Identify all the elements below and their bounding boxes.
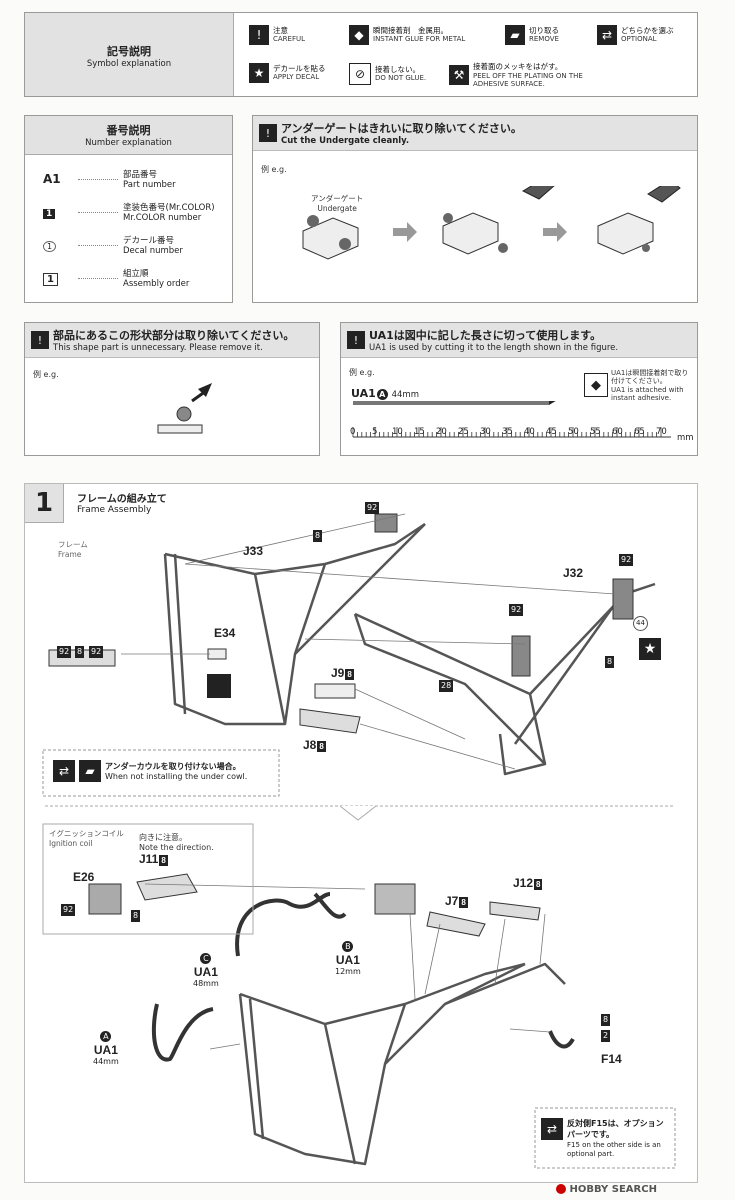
instant-glue-icon: ◆ (349, 25, 369, 45)
remove-icon: ▰ (79, 760, 101, 782)
color-92-f: 92 (61, 904, 76, 916)
color-2: 2 (601, 1030, 611, 1042)
symbol-title: 記号説明 Symbol explanation (25, 13, 234, 96)
careful-icon: ! (347, 331, 365, 349)
careful-icon: ! (249, 25, 269, 45)
optional-icon: ⇄ (53, 760, 75, 782)
number-row-color: 1 塗装色番号(Mr.COLOR)Mr.COLOR number (43, 201, 215, 223)
careful-icon: ! (31, 331, 49, 349)
ua1-note: UA1は瞬間接着剤で取り付けてください。UA1 is attached with… (611, 369, 689, 403)
color-8-f: 8 (131, 910, 141, 922)
direction-note: 向きに注意。Note the direction. (139, 833, 214, 852)
undergate-eg: 例 e.g. (261, 165, 287, 174)
ua1-note-icon: ◆ (584, 373, 608, 397)
number-title-en: Number explanation (85, 138, 172, 148)
ua1-cut-title-en: UA1 is used by cutting it to the length … (369, 343, 619, 353)
step-title: フレームの組み立て Frame Assembly (77, 494, 167, 515)
color-92-c: 92 (509, 604, 524, 616)
label-e34: E34 (214, 626, 236, 640)
ua1-cut-title-jp: UA1は図中に記した長さに切って使用します。 (369, 329, 602, 342)
label-ua1-b: B UA1 12mm (335, 941, 361, 976)
shape-remove-box: ! 部品にあるこの形状部分は取り除いてください。 This shape part… (24, 322, 320, 456)
shape-remove-header: ! 部品にあるこの形状部分は取り除いてください。 This shape part… (25, 323, 319, 358)
color-92-e: 92 (89, 646, 104, 658)
symbol-title-en: Symbol explanation (86, 59, 172, 69)
decal-44: 44 (633, 616, 648, 631)
undergate-header: ! アンダーゲートはきれいに取り除いてください。 Cut the Underga… (253, 116, 697, 151)
label-j33: J33 (243, 544, 264, 558)
careful-icon: ! (259, 124, 277, 142)
ua1-cut-box: ! UA1は図中に記した長さに切って使用します。 UA1 is used by … (340, 322, 698, 456)
color-8-b: 8 (605, 656, 615, 668)
number-title: 番号説明 Number explanation (25, 116, 232, 155)
number-title-jp: 番号説明 (106, 124, 151, 137)
step-number: 1 (25, 484, 64, 523)
undergate-title-jp: アンダーゲートはきれいに取り除いてください。 (281, 122, 522, 135)
label-ua1-a: A UA1 44mm (93, 1031, 119, 1066)
symbol-no-glue: ⊘ 接着しない。DO NOT GLUE. (349, 63, 426, 85)
optional-icon: ⇄ (541, 1118, 563, 1140)
undergate-title-en: Cut the Undergate cleanly. (281, 136, 410, 146)
label-e26: E26 (73, 870, 95, 884)
color-92-d: 92 (57, 646, 72, 658)
shape-remove-illustration (157, 383, 212, 434)
color-92-a: 92 (365, 502, 380, 514)
optional-icon: ⇄ (597, 25, 617, 45)
symbol-title-jp: 記号説明 (107, 45, 151, 58)
shape-remove-title-en: This shape part is unnecessary. Please r… (53, 343, 263, 353)
frame-assembly-illustration (42, 513, 676, 1169)
color-28: 28 (439, 680, 454, 692)
ruler-labels: 0 5 10 15 20 25 30 35 40 45 50 55 60 65 … (350, 427, 694, 443)
peel-plating-icon: ⚒ (449, 65, 469, 86)
symbol-peel-plating: ⚒ 接着面のメッキをはがす。PEEL OFF THE PLATING ON TH… (449, 62, 613, 88)
ua1-cut-eg: 例 e.g. (349, 368, 375, 377)
color-92-b: 92 (619, 554, 634, 566)
ruler (352, 401, 671, 438)
color-8-c: 8 (75, 646, 85, 658)
optional-part-note: ⇄ 反対側F15は、オプションパーツです。F15 on the other si… (541, 1118, 671, 1158)
under-cowl-note: ⇄ ▰ アンダーカウルを取り付けない場合。When not installing… (53, 760, 247, 782)
color-8-a: 8 (313, 530, 323, 542)
color-8-g: 8 (601, 1014, 611, 1026)
undergate-box: ! アンダーゲートはきれいに取り除いてください。 Cut the Underga… (252, 115, 698, 303)
undergate-illustration (302, 186, 681, 260)
label-ua1-c: C UA1 48mm (193, 953, 219, 988)
watermark: HOBBY SEARCH (556, 1184, 657, 1195)
watermark-logo-icon (556, 1184, 566, 1194)
remove-icon: ▰ (505, 25, 525, 45)
decal-icon: ★ (249, 63, 269, 83)
label-j32: J32 (563, 566, 584, 580)
label-f14: F14 (601, 1052, 622, 1066)
decal-icon: ★ (639, 638, 661, 660)
ua1-cut-header: ! UA1は図中に記した長さに切って使用します。 UA1 is used by … (341, 323, 697, 358)
no-glue-icon: ⊘ (349, 63, 371, 85)
shape-remove-eg: 例 e.g. (33, 370, 59, 379)
symbol-instant-glue: ◆ 瞬間接着剤 金属用。INSTANT GLUE FOR METAL (349, 25, 465, 45)
shape-remove-title-jp: 部品にあるこの形状部分は取り除いてください。 (53, 329, 295, 342)
